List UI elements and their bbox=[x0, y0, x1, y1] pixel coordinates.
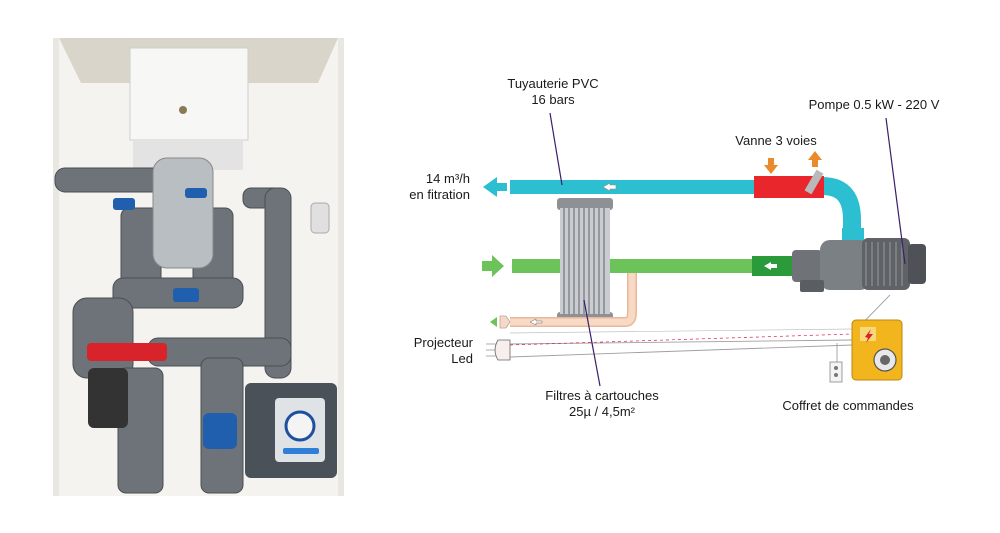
outlet-arrow bbox=[483, 177, 507, 197]
label-flow-line2: en fitration bbox=[409, 187, 470, 202]
filter-canister bbox=[152, 157, 214, 269]
filtration-block-photo bbox=[53, 38, 344, 496]
pointer-pipe bbox=[549, 112, 563, 186]
blue-valve-3 bbox=[203, 413, 237, 449]
control-box bbox=[851, 319, 903, 381]
label-pump: Pompe 0.5 kW - 220 V bbox=[809, 97, 940, 112]
switch bbox=[829, 361, 843, 383]
label-filters-line2: 25µ / 4,5m² bbox=[569, 404, 636, 419]
skimmer-lid bbox=[129, 47, 249, 141]
label-valve: Vanne 3 voies bbox=[735, 133, 817, 148]
pointer-filter bbox=[583, 299, 601, 387]
pump bbox=[792, 238, 926, 292]
label-pipe-line1: Tuyauterie PVC bbox=[507, 76, 598, 91]
label-flow-line1: 14 m³/h bbox=[426, 171, 470, 186]
inlet-arrow bbox=[482, 255, 504, 277]
outlet-pipe bbox=[510, 180, 760, 194]
label-filters-line1: Filtres à cartouches bbox=[545, 388, 659, 403]
label-control-box: Coffret de commandes bbox=[782, 398, 914, 413]
valve-arrow-down bbox=[764, 158, 778, 174]
pump bbox=[88, 368, 128, 428]
projector-led bbox=[486, 339, 511, 361]
label-projector-line1: Projecteur bbox=[414, 335, 474, 350]
label-projector-line2: Led bbox=[451, 351, 473, 366]
valve-arrow-up bbox=[808, 151, 822, 167]
label-pipe-line2: 16 bars bbox=[531, 92, 575, 107]
inlet-pipe bbox=[512, 259, 752, 273]
pipe-right-vertical bbox=[264, 187, 292, 379]
red-valve-handle bbox=[87, 343, 167, 361]
three-way-valve bbox=[754, 151, 824, 198]
blue-valve-1 bbox=[113, 198, 135, 210]
blue-valve-2 bbox=[173, 288, 199, 302]
pointer-pump bbox=[885, 117, 906, 265]
